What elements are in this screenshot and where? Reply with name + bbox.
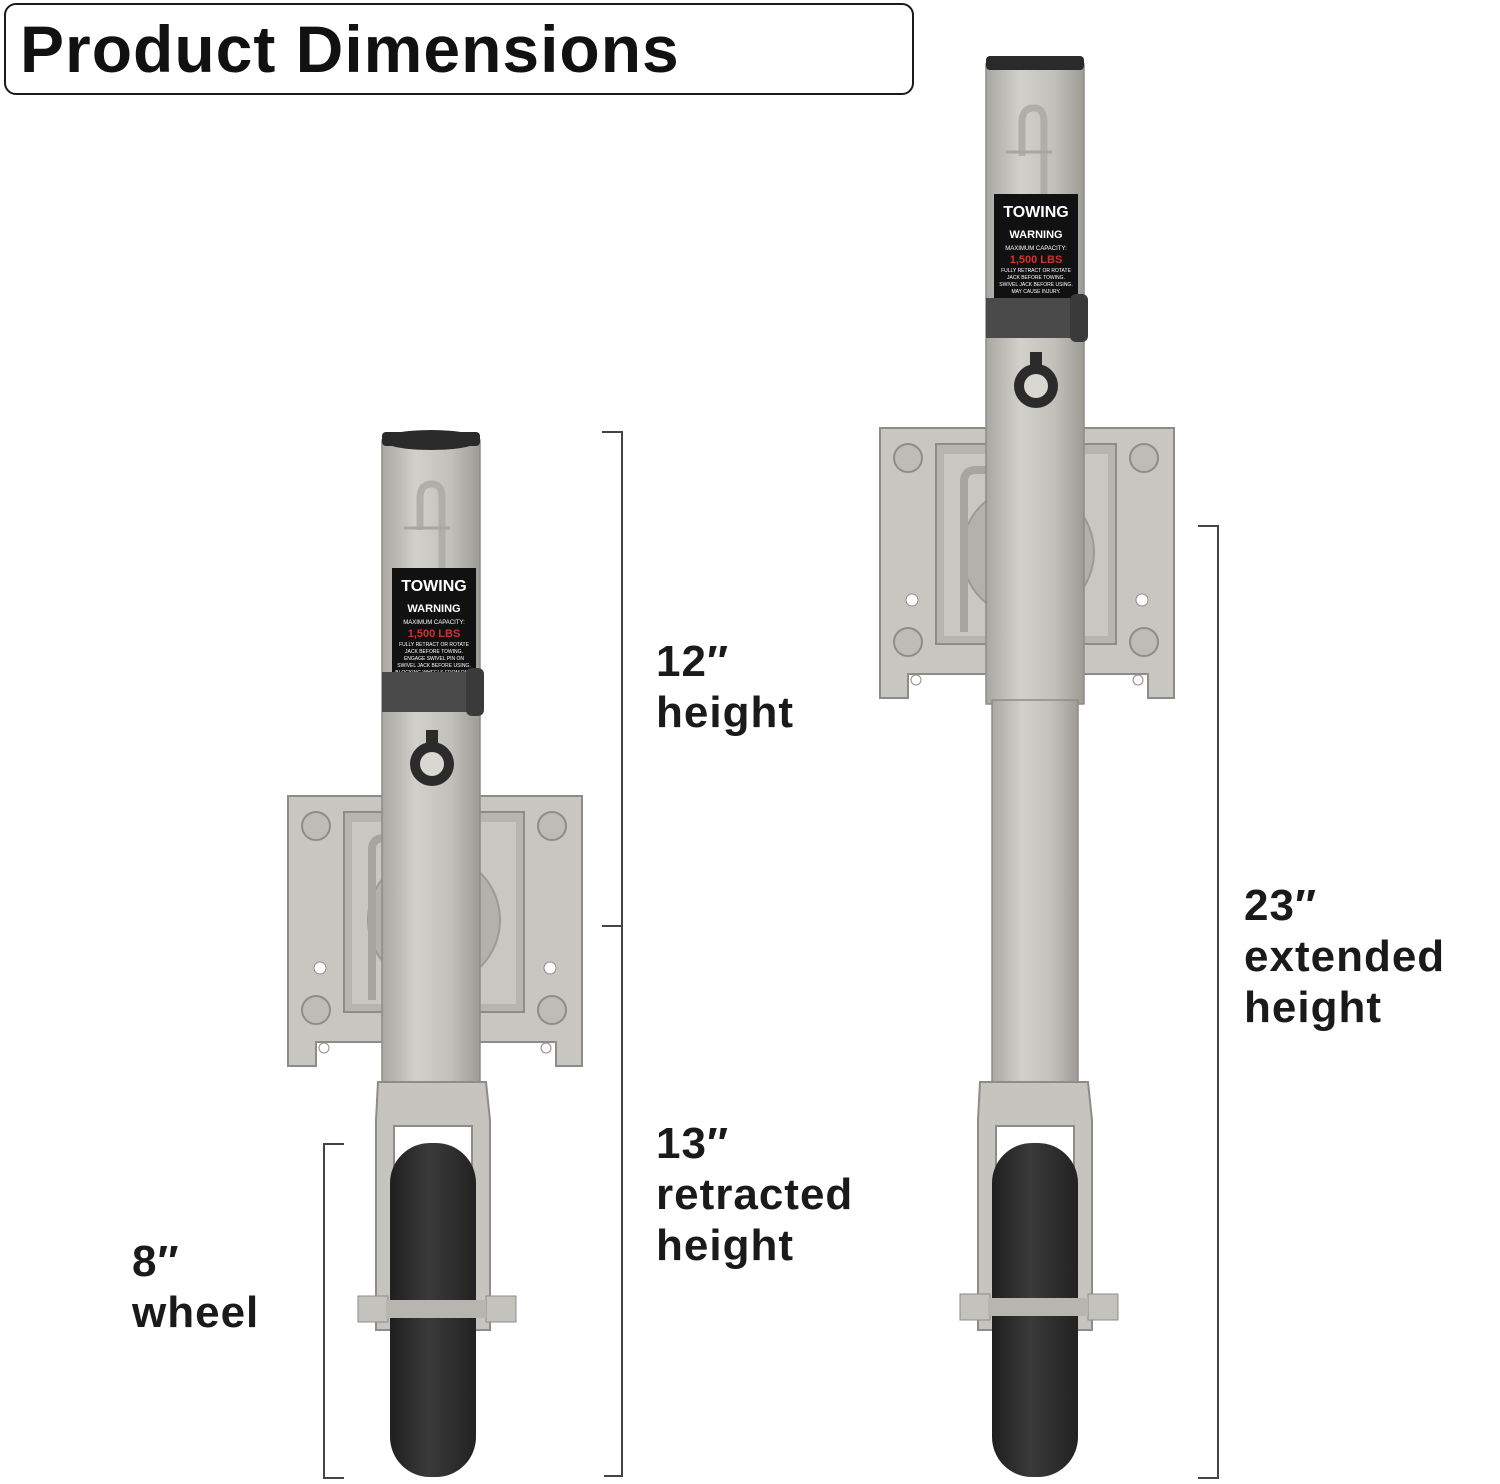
warning-label-extended: TOWING WARNING MAXIMUM CAPACITY: 1,500 L…: [994, 194, 1078, 306]
extended-text-2: height: [1244, 983, 1382, 1032]
label-brand: TOWING: [401, 578, 466, 595]
label-fine-4: SWIVEL JACK BEFORE USING.: [397, 663, 470, 669]
retracted-text-1: retracted: [656, 1170, 854, 1219]
title-box: Product Dimensions: [4, 3, 914, 95]
label-fine-1: FULLY RETRACT OR ROTATE: [399, 642, 469, 648]
label-capacity-line-2: MAXIMUM CAPACITY:: [1005, 246, 1067, 252]
label-fine-2-4: MAY CAUSE INJURY.: [1011, 289, 1060, 295]
retracted-value: 13″: [656, 1119, 730, 1168]
wheel-text: wheel: [132, 1288, 260, 1337]
height-dimension-label: 12″ height: [656, 636, 794, 738]
label-warning: WARNING: [407, 603, 460, 615]
wheel-value: 8″: [132, 1237, 180, 1286]
label-capacity-2: 1,500 LBS: [1010, 254, 1063, 266]
label-warning-2: WARNING: [1009, 229, 1062, 241]
extended-value: 23″: [1244, 881, 1318, 930]
label-fine-2-3: SWIVEL JACK BEFORE USING.: [999, 282, 1072, 288]
retracted-text-2: height: [656, 1221, 794, 1270]
extended-dimension-label: 23″ extended height: [1244, 880, 1445, 1033]
dimension-bracket-extended: [1198, 525, 1219, 1479]
strap: [382, 672, 480, 712]
page-title: Product Dimensions: [20, 12, 680, 86]
label-fine-3: ENGAGE SWIVEL PIN ON: [404, 656, 464, 662]
label-fine-2-1: FULLY RETRACT OR ROTATE: [1001, 268, 1071, 274]
jack-tube-inner: [991, 699, 1079, 1091]
label-fine-2: JACK BEFORE TOWING.: [405, 649, 463, 655]
retracted-jack: TOWING WARNING MAXIMUM CAPACITY: 1,500 L…: [287, 430, 583, 1477]
label-capacity-line: MAXIMUM CAPACITY:: [403, 620, 465, 626]
dimension-bracket-height: [602, 431, 623, 1477]
dimension-bracket-wheel: [323, 1143, 344, 1479]
label-fine-2-2: JACK BEFORE TOWING.: [1007, 275, 1065, 281]
height-text: height: [656, 688, 794, 737]
retracted-dimension-label: 13″ retracted height: [656, 1118, 853, 1271]
warning-label: TOWING WARNING MAXIMUM CAPACITY: 1,500 L…: [392, 568, 476, 680]
extended-jack: TOWING WARNING MAXIMUM CAPACITY: 1,500 L…: [879, 56, 1175, 1477]
wheel-dimension-label: 8″ wheel: [132, 1236, 259, 1338]
extended-text-1: extended: [1244, 932, 1446, 981]
label-brand-2: TOWING: [1003, 204, 1068, 221]
strap-extended: [986, 298, 1084, 338]
label-capacity: 1,500 LBS: [408, 628, 461, 640]
height-value: 12″: [656, 637, 730, 686]
